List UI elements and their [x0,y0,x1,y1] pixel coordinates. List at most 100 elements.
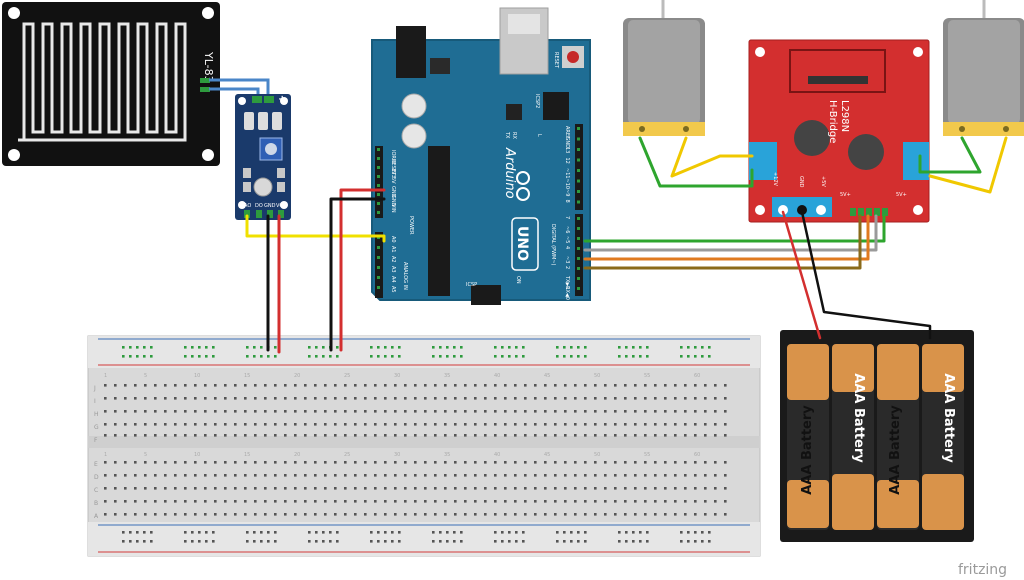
rain-sensor-plate: YL-83 [2,2,220,166]
power-pin-label: RESET [390,159,396,176]
breadboard-column-number: 25 [344,373,350,379]
wire-sensor-ao-to-a0 [245,214,386,243]
breadboard-column-number: 50 [594,373,600,379]
module-pin-ao: AO [244,203,251,209]
battery-cell-3-label: AAA Battery [888,405,903,495]
wire-driver-gnd-to-battery [800,210,932,340]
breadboard-column-number: 35 [444,452,450,458]
driver-gnd-label: GND [798,176,804,188]
analog-group-label: ANALOG IN [402,262,408,290]
breadboard-column-number: 60 [694,373,700,379]
arduino-pin-labels: IOREFRESET3V35VGNDGNDVINA0A1A2A3A4A5AREF… [377,126,580,300]
driver-enb-label: 5V+ [896,192,907,198]
power-pin-label: IOREF [390,150,396,165]
analog-pin-label: A3 [390,266,396,273]
sensor-plate-label: YL-83 [202,51,215,83]
wire-motor-left-green [638,136,754,188]
breadboard-row-letters-bottom: E D C B A [94,461,99,520]
rx-label: RX [511,132,517,139]
row-letter-a: A [94,513,99,520]
analog-pin-label: A0 [390,236,396,243]
driver-chip-label: L298N [839,100,850,132]
arduino-uno-board: RESET ICSP2 TX RX L Arduino UNO ICSP ON … [371,7,591,305]
breadboard-column-number: 35 [444,373,450,379]
wire-pin5-to-driver [583,214,886,243]
motor-b-terminal [903,142,929,180]
breadboard-column-number: 10 [194,373,200,379]
breadboard: J I H G F E D C B A 11551010151520202525… [87,335,761,557]
driver-ena-label: 5V+ [840,192,851,198]
driver-name-label: H-Bridge [827,100,838,143]
digital-pin-label: 2 [564,266,570,269]
power-pin-label: GND [390,195,396,207]
l298n-driver-board: L298N H-Bridge +12V GND +5V 5V+ 5V+ [748,39,930,223]
uno-label: UNO [514,226,530,261]
breadboard-column-number: 30 [394,373,400,379]
row-letter-b: B [94,500,98,507]
reset-button[interactable] [567,51,579,63]
breadboard-column-number: 50 [594,452,600,458]
breadboard-column-number: 40 [494,452,500,458]
power-pin-label: GND [390,186,396,198]
wire-pin3-to-driver [583,214,870,261]
breadboard-column-number: 60 [694,452,700,458]
on-label: ON [515,276,521,284]
digital-group-label: DIGITAL (PWM~) [550,224,556,266]
row-letter-g: G [94,424,99,431]
battery-pack: AAA Battery AAA Battery AAA Battery AAA … [780,330,974,542]
digital-pin-label: 12 [564,158,570,164]
row-letter-d: D [94,474,99,481]
fritzing-watermark: fritzing [958,562,1007,578]
row-letter-i: I [94,398,96,405]
breadboard-column-number: 5 [144,452,147,458]
motor-a-terminal [749,142,777,180]
breadboard-column-number: 5 [144,373,147,379]
module-pin-gnd: GND [264,203,276,209]
reset-label: RESET [553,52,559,69]
rain-sensor-module: - + AO DO GND VCC [235,94,291,220]
analog-pin-label: A4 [390,276,396,283]
breadboard-column-number: 30 [394,452,400,458]
power-pin-label: VIN [390,204,396,213]
battery-cell-2-label: AAA Battery [851,373,866,463]
digital-pin-label: 7 [564,216,570,219]
digital-pin-label: AREF [564,126,570,139]
battery-cell-4-label: AAA Battery [941,373,956,463]
arduino-logo [516,171,530,201]
digital-pin-label: ~3 [564,256,570,263]
digital-pin-label: ~5 [564,236,570,243]
analog-pin-label: A5 [390,286,396,293]
digital-pin-label: TX▶1 [564,275,570,290]
breadboard-column-number: 20 [294,373,300,379]
arduino-model-label: Arduino [502,147,517,199]
driver-logic-pins [850,208,888,216]
breadboard-column-number: 15 [244,452,250,458]
row-letter-j: J [93,385,96,392]
driver-5v-label: +5V [820,176,826,187]
digital-pin-label: GND [564,137,570,149]
breadboard-column-number: 1 [104,373,107,379]
module-pin-do: DO [255,203,263,209]
breadboard-column-numbers: 1155101015152020252530303535404045455050… [104,373,700,458]
breadboard-column-number: 55 [644,373,650,379]
motor-right [943,0,1024,136]
module-plus-label: + [278,94,286,105]
breadboard-column-number: 45 [544,452,550,458]
analog-pin-label: A1 [390,246,396,253]
wires [245,136,1008,354]
digital-pin-label: ~6 [564,226,570,233]
l-label: L [536,134,542,137]
row-letter-c: C [94,487,98,494]
breadboard-column-number: 40 [494,373,500,379]
breadboard-row-letters-top: J I H G F [93,385,99,444]
analog-pin-label: A2 [390,256,396,263]
wire-pin4-to-driver [583,214,878,252]
wire-motor-left-yellow [670,136,754,178]
row-letter-h: H [94,411,99,418]
wire-driver-12v-to-battery [781,210,822,340]
digital-pin-label: 8 [564,200,570,203]
wire-motor-right-green [918,136,982,174]
wire-gnd-to-breadboard [329,197,386,352]
wire-pin2-to-driver [583,214,862,270]
